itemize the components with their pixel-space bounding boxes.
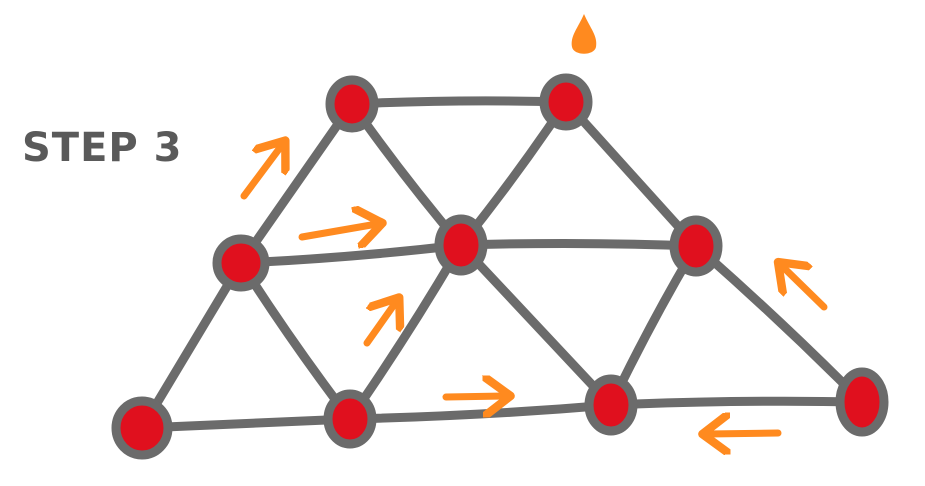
node-top-right (539, 73, 593, 131)
node-mid-right (669, 215, 723, 277)
node-bottom-left (111, 396, 173, 460)
edge-center-bottom-mid-right (456, 240, 616, 410)
edge-mid-left-bottom-mid-left (236, 258, 355, 424)
node-mid-left (212, 234, 270, 292)
edge-center-bottom-mid-left (345, 240, 466, 424)
edge-bottom-mid-right-bottom-right (606, 396, 867, 410)
arrow-up-right-edge (782, 266, 828, 311)
node-top-left (325, 75, 379, 133)
edge-top-left-top-right (347, 96, 571, 109)
node-bottom-mid-right (584, 374, 638, 436)
edge-center-mid-right (456, 238, 701, 251)
step-title: STEP 3 (22, 125, 183, 171)
nodes (111, 73, 889, 460)
arrow-up-lower-interior (363, 302, 396, 347)
arrow-left-bottom-edge (708, 433, 782, 434)
flow-arrows (240, 145, 828, 434)
edge-bottom-left-bottom-mid-left (137, 414, 355, 433)
edge-mid-right-bottom-right (691, 241, 867, 407)
node-bottom-right (835, 367, 889, 437)
node-bottom-mid-left (323, 389, 377, 449)
arrow-right-upper-interior (298, 224, 377, 237)
edge-bottom-mid-left-bottom-mid-right (345, 400, 616, 424)
edge-top-right-mid-right (561, 97, 701, 251)
node-center (434, 214, 488, 276)
arrow-right-bottom-interior (442, 396, 505, 397)
drop-icon (571, 14, 597, 54)
edge-mid-left-center (236, 240, 466, 268)
arrow-up-left-edge (240, 145, 282, 200)
